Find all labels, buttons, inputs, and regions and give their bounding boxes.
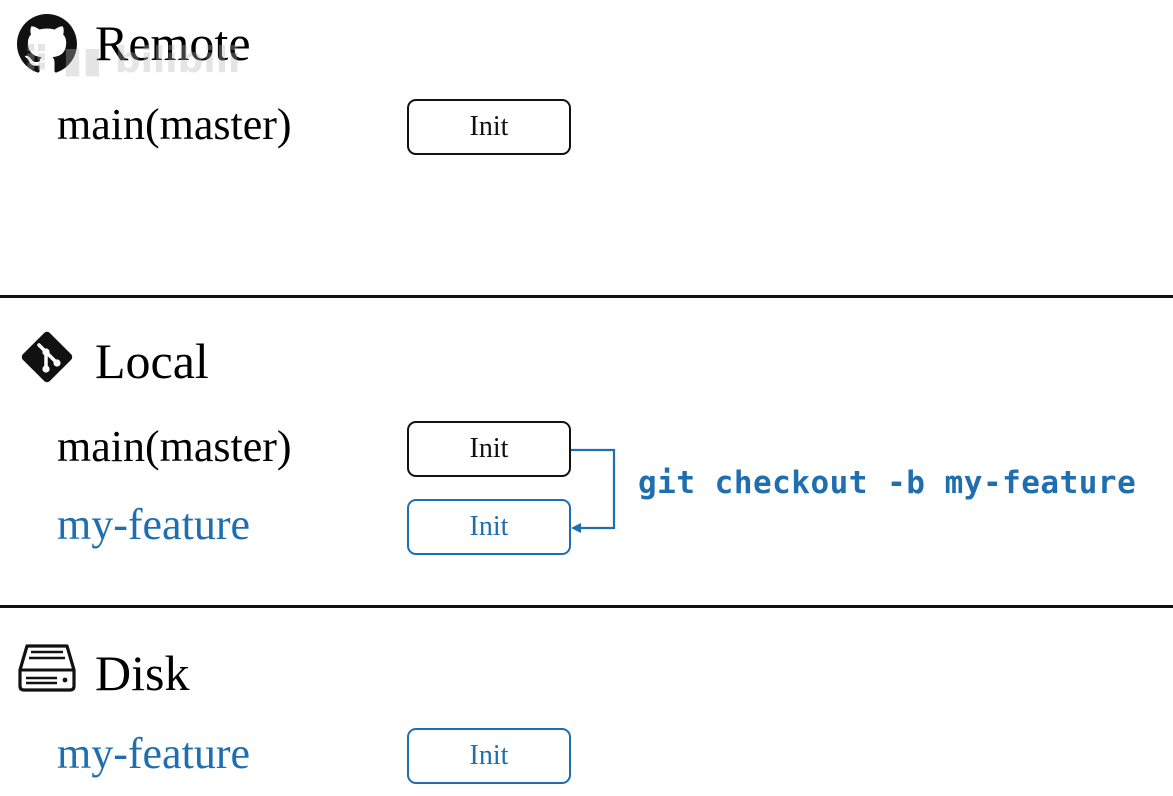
- commit-label: Init: [469, 740, 509, 771]
- branch-label-remote-main: main(master): [57, 100, 292, 149]
- branch-arrow: [571, 448, 616, 533]
- section-title-disk: Disk: [95, 645, 190, 701]
- commit-local-main-init: Init: [407, 421, 571, 477]
- commit-label: Init: [469, 111, 509, 142]
- section-divider: [0, 605, 1173, 608]
- git-command: git checkout -b my-feature: [638, 465, 1137, 501]
- section-title-remote: Remote: [95, 15, 251, 71]
- branch-label-disk-feature: my-feature: [57, 729, 250, 778]
- section-divider: [0, 295, 1173, 298]
- git-icon: [21, 331, 73, 383]
- commit-label: Init: [469, 433, 509, 464]
- hard-drive-icon: [18, 644, 76, 692]
- commit-label: Init: [469, 511, 509, 542]
- commit-disk-feature-init: Init: [407, 728, 571, 784]
- github-icon: [17, 14, 77, 73]
- section-title-local: Local: [95, 333, 209, 389]
- branch-label-local-main: main(master): [57, 422, 292, 471]
- branch-label-local-feature: my-feature: [57, 500, 250, 549]
- commit-local-feature-init: Init: [407, 499, 571, 555]
- commit-remote-main-init: Init: [407, 99, 571, 155]
- watermark: ⠿ ▮▮ bilibili: [22, 40, 241, 81]
- remote-section: Remote ⠿ ▮▮ bilibili main(master) Init: [0, 0, 1173, 296]
